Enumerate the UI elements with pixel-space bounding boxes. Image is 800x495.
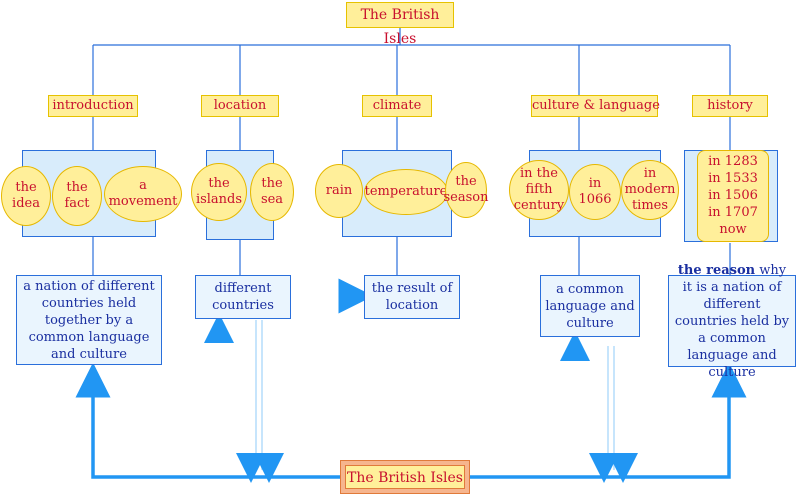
result-location: different countries [195, 275, 291, 319]
oval-modern-times: in modern times [621, 160, 679, 220]
oval-rain: rain [315, 164, 363, 218]
oval-the-fact: the fact [52, 166, 102, 226]
oval-1066: in 1066 [569, 164, 621, 220]
oval-the-season: the season [444, 162, 489, 218]
oval-a-movement: a movement [104, 166, 182, 222]
label-history: history [692, 95, 768, 117]
label-climate: climate [362, 95, 432, 117]
oval-the-islands: the islands [191, 163, 247, 221]
bottom-title-frame: The British Isles [340, 460, 470, 494]
history-date-1283: in 1283 [708, 154, 758, 169]
label-introduction: introduction [48, 95, 138, 117]
top-title: The British Isles [346, 2, 454, 47]
result-history-rest: why it is a nation of different countrie… [674, 262, 790, 380]
history-date-now: now [719, 222, 747, 237]
oval-fifth-century: in the fifth century [509, 160, 569, 220]
history-date-1506: in 1506 [708, 188, 758, 203]
tree-lines [92, 26, 731, 275]
result-climate: the result of location [364, 275, 460, 319]
history-date-1533: in 1533 [708, 171, 758, 186]
history-date-1707: in 1707 [708, 205, 758, 220]
history-dates: in 1283 in 1533 in 1506 in 1707 now [697, 150, 769, 242]
oval-the-idea: the idea [1, 166, 51, 226]
label-culture-language: culture & language [531, 95, 660, 117]
result-culture: a common language and culture [540, 275, 640, 337]
bottom-title: The British Isles [345, 465, 465, 489]
oval-the-sea: the sea [250, 163, 294, 221]
result-introduction: a nation of different countries held tog… [16, 275, 162, 365]
result-history-text: the reason why it is a nation of differe… [673, 262, 791, 381]
result-history: the reason why it is a nation of differe… [668, 263, 796, 380]
the-reason-emphasis: the reason [677, 262, 756, 278]
label-location: location [201, 95, 279, 117]
oval-temperature: temperature [364, 169, 448, 215]
